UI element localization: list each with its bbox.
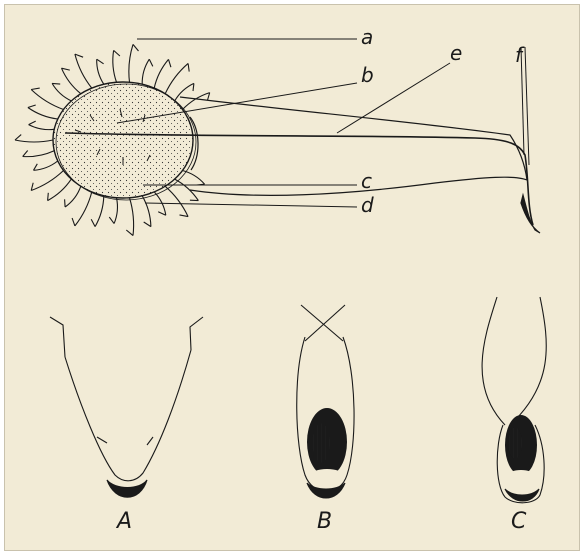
hair-barb — [48, 193, 49, 201]
label-d: d — [361, 195, 374, 215]
label-b: b — [361, 65, 374, 85]
hair — [52, 83, 71, 101]
hair-barb — [97, 59, 104, 64]
hair — [130, 198, 134, 236]
hair — [165, 186, 188, 216]
figure-b — [297, 305, 354, 498]
hair-barb — [149, 59, 153, 66]
figure-c — [482, 297, 546, 503]
hair — [48, 179, 72, 201]
hair-barb — [15, 135, 21, 140]
hair-barb — [29, 121, 36, 125]
hair-barb — [28, 105, 36, 108]
hair — [129, 44, 133, 82]
hair — [175, 179, 199, 201]
hair — [15, 140, 53, 142]
hair — [142, 196, 151, 227]
hair — [113, 50, 117, 82]
hair — [75, 192, 92, 226]
hair-barb — [169, 59, 171, 67]
hair-barb — [144, 222, 151, 227]
hair-barb — [193, 83, 194, 91]
hair — [31, 171, 63, 191]
hair — [75, 54, 92, 88]
caption-c: C — [511, 511, 526, 533]
hair-barb — [114, 50, 120, 56]
hair — [65, 186, 81, 207]
hair — [114, 198, 117, 224]
gland-diagram — [5, 5, 581, 552]
hair-barb — [72, 218, 75, 226]
hair-barb — [91, 219, 95, 226]
hair — [28, 108, 58, 120]
hair-barb — [158, 212, 166, 215]
hair — [183, 93, 210, 110]
hair-barb — [34, 164, 38, 171]
hair — [154, 59, 168, 88]
label-c: c — [361, 171, 372, 191]
hair-barb — [52, 83, 60, 84]
hair — [142, 59, 149, 84]
caption-b: B — [317, 511, 332, 533]
figure-a — [50, 317, 203, 497]
caption-a: A — [117, 511, 132, 533]
hair — [29, 125, 55, 130]
hair — [34, 161, 58, 170]
label-e: e — [450, 43, 462, 63]
hair-barb — [31, 88, 40, 89]
hair-barb — [109, 217, 114, 224]
hair — [95, 196, 104, 227]
label-f: f — [515, 45, 522, 65]
hair-barb — [188, 63, 189, 71]
hair-barb — [23, 151, 28, 157]
hair-barb — [126, 230, 133, 236]
hair-barb — [65, 199, 66, 207]
hair — [62, 68, 81, 94]
illustration-plate: a b c d e f A B C — [4, 4, 580, 551]
hair-barb — [133, 44, 139, 51]
label-a: a — [361, 27, 373, 47]
